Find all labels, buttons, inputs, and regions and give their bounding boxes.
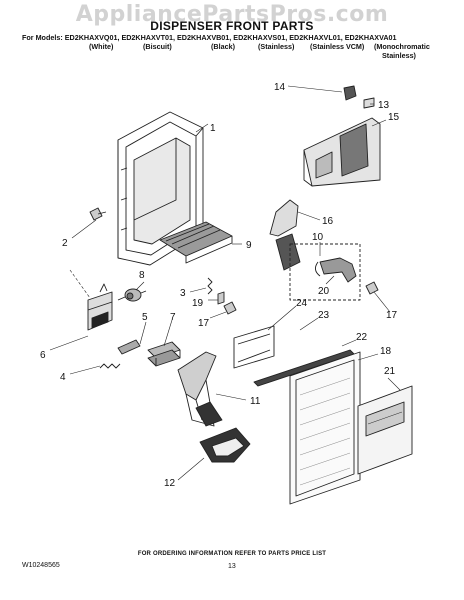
part-10-bracket [289, 243, 361, 301]
variant-black: (Black) [211, 42, 235, 51]
label-part-20: 20 [318, 286, 330, 297]
label-part-7: 7 [170, 312, 176, 323]
leader-lines [49, 85, 401, 481]
part-8-motor [117, 288, 147, 302]
label-part-16: 16 [322, 216, 334, 227]
part-12-tray [199, 427, 251, 463]
part-13-clip [363, 97, 375, 109]
part-20-lever [315, 257, 357, 283]
document-number: W10248565 [22, 562, 60, 569]
part-14-cover [343, 85, 357, 101]
models-line: For Models: ED2KHAXVQ01, ED2KHAXVT01, ED… [22, 33, 397, 42]
page-number: 13 [228, 563, 236, 570]
label-part-18: 18 [380, 346, 392, 357]
part-4-spring [99, 363, 121, 369]
part-24-plate [233, 325, 275, 369]
variant-stainless: (Stainless) [258, 42, 295, 51]
part-7-switch [147, 341, 181, 367]
label-part-5: 5 [142, 312, 148, 323]
label-part-24: 24 [296, 298, 308, 309]
label-part-10: 10 [312, 232, 324, 243]
label-part-8: 8 [139, 270, 145, 281]
label-part-1: 1 [210, 123, 216, 134]
label-part-11: 11 [250, 396, 261, 407]
label-part-19: 19 [192, 298, 204, 309]
part-9-pad [159, 221, 233, 264]
label-part-14: 14 [274, 82, 286, 93]
part-17-screw-left [223, 301, 237, 315]
label-part-13: 13 [378, 100, 390, 111]
part-11-arm [177, 351, 223, 427]
label-part-17-right: 17 [386, 310, 398, 321]
part-19-clip [217, 291, 225, 305]
label-part-9: 9 [246, 240, 252, 251]
label-part-22: 22 [356, 332, 368, 343]
variant-biscuit: (Biscuit) [143, 42, 172, 51]
label-part-4: 4 [60, 372, 66, 383]
part-15-module [303, 117, 381, 187]
part-18-front-cover [289, 351, 361, 505]
label-part-15: 15 [388, 112, 400, 123]
part-6-actuator [87, 283, 113, 331]
label-part-3: 3 [180, 288, 186, 299]
part-2-screw [89, 207, 107, 221]
part-17-screw-right [365, 281, 379, 295]
variant-stainless-vcm: (Stainless VCM) [310, 42, 365, 51]
label-part-2: 2 [62, 238, 68, 249]
variant-monochromatic-2: Stainless) [382, 51, 416, 60]
label-part-12: 12 [164, 478, 176, 489]
part-1-housing [117, 111, 204, 266]
part-5-switch [117, 339, 141, 355]
variant-monochromatic: (Monochromatic [374, 42, 430, 51]
watermark: AppliancePartsPros.com [75, 2, 389, 27]
label-part-6: 6 [40, 350, 46, 361]
part-21-overlay [357, 385, 413, 475]
label-part-17-left: 17 [198, 318, 210, 329]
part-3-spring [207, 277, 213, 295]
label-part-21: 21 [384, 366, 396, 377]
ordering-note: FOR ORDERING INFORMATION REFER TO PARTS … [137, 551, 327, 557]
label-part-23: 23 [318, 310, 330, 321]
part-labels: 1 2 3 4 5 6 7 8 9 10 11 12 13 14 15 16 1… [40, 82, 400, 489]
variant-white: (White) [89, 42, 114, 51]
page-title: DISPENSER FRONT PARTS [150, 19, 314, 33]
part-16-pad [269, 199, 301, 271]
